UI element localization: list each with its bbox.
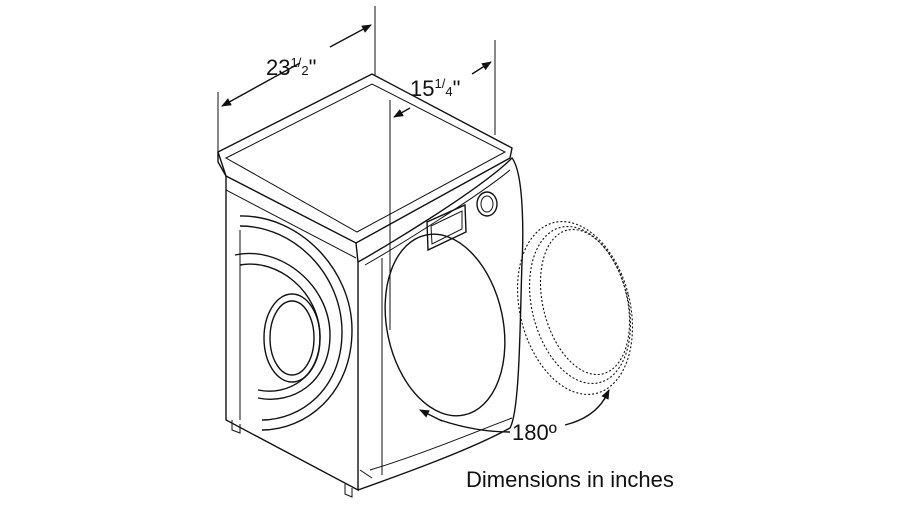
foot-right [344,484,353,498]
side-top-band [225,176,357,259]
front-bottom-edge [369,417,513,471]
front-base-step [359,469,373,479]
open-door-glass [539,228,631,376]
swing-arrow-right [601,389,610,401]
top-left-edge [217,152,227,177]
side-arc-outer [239,215,353,431]
caption: Dimensions in inches [466,467,674,492]
swing-arc-right [564,397,606,426]
control-knob [476,191,498,217]
door-angle-label: 180º [512,420,557,445]
depth-arrow-right [471,61,492,75]
display-outer [426,203,467,252]
front-top-curve [364,169,511,266]
width-label: 231/2" [266,55,316,80]
swing-arc-left [439,419,511,433]
side-arc-mid2 [239,263,321,392]
open-door-inner [529,225,631,385]
side-front-corner [355,242,359,263]
foot-left [231,420,241,434]
swing-arrow-left [419,409,443,422]
side-arc-outer2 [239,225,343,421]
width-arrow-right [329,24,372,48]
door-opening [384,233,506,417]
side-circle-outer [263,293,321,383]
width-arrow-left [221,62,301,107]
side-arc-mid [234,252,331,400]
display-screen [430,210,463,245]
side-circle-inner [269,300,315,376]
depth-label: 151/4" [410,76,460,101]
washer-side [225,176,359,492]
open-door-outer [516,221,634,395]
washer-front [357,156,524,491]
depth-arrow-left [393,107,411,118]
control-knob-inner [480,195,494,213]
washer-top-inner [224,83,507,233]
